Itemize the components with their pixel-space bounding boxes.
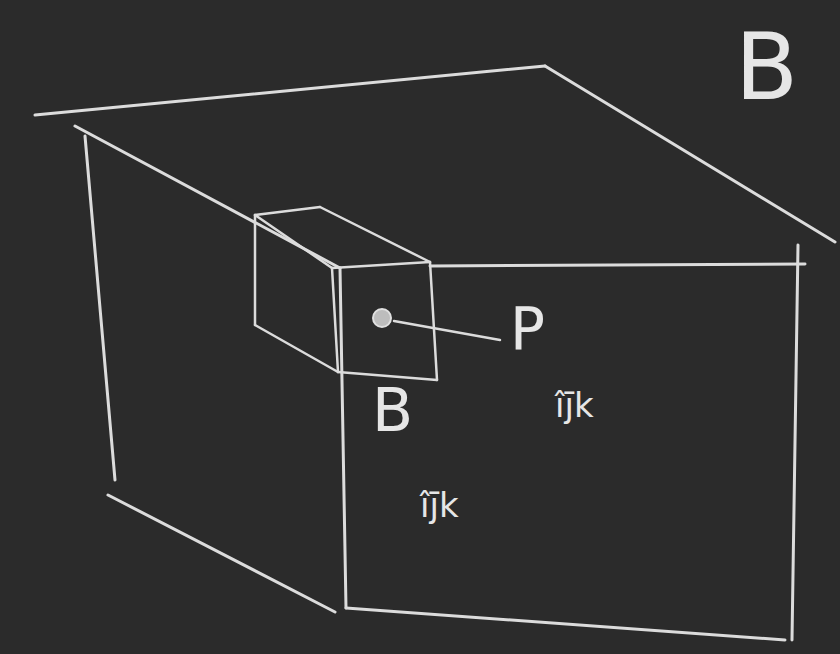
cell-label: B <box>372 380 413 440</box>
small-cube <box>255 207 437 380</box>
point-label: P <box>510 300 545 358</box>
point-subscript: îj̄k <box>555 388 594 422</box>
point-dot <box>373 309 391 327</box>
cell-subscript: îj̄k <box>420 488 459 522</box>
large-cube <box>35 66 835 640</box>
region-label: B <box>735 22 798 114</box>
leader-line <box>394 321 500 340</box>
